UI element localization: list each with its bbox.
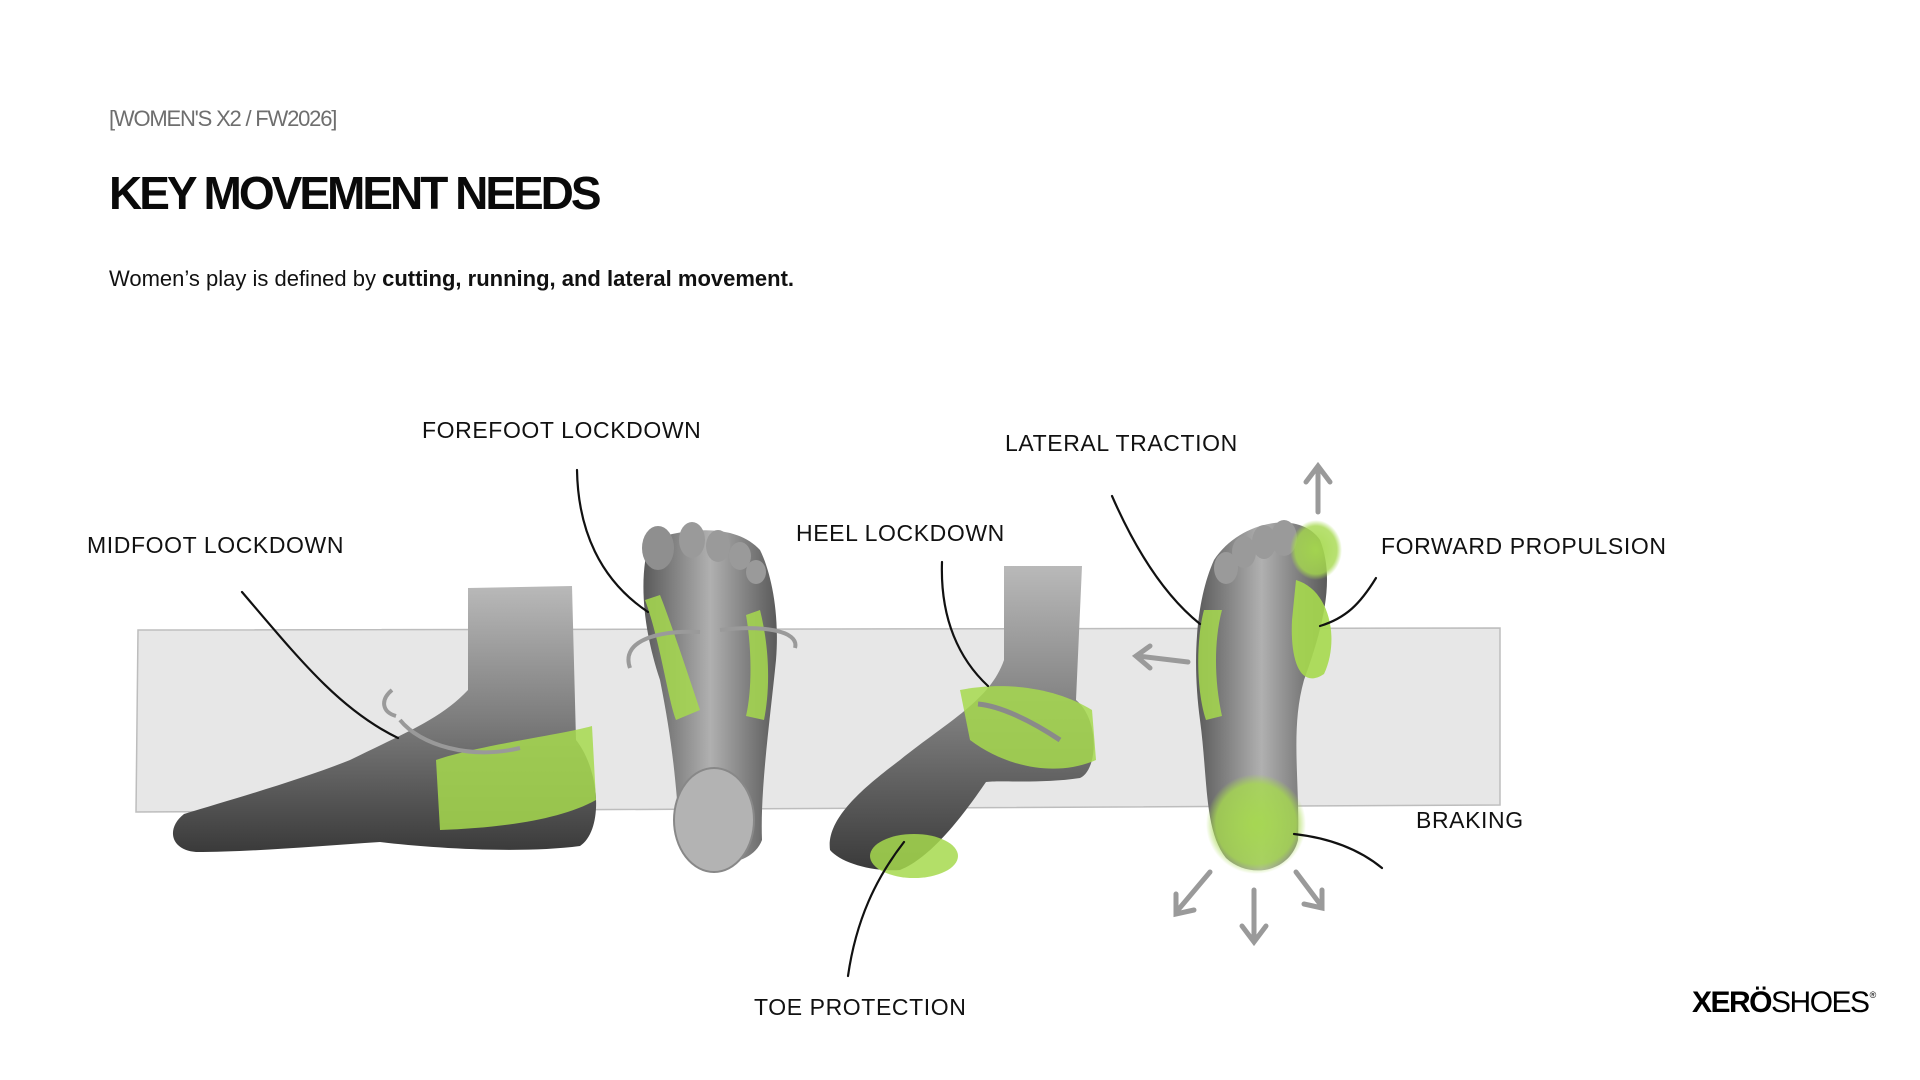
callout-forefoot-lockdown: FOREFOOT LOCKDOWN xyxy=(422,417,702,443)
callout-lateral-traction: LATERAL TRACTION xyxy=(1005,430,1238,456)
foot-sole-view xyxy=(1196,520,1342,874)
page-subtitle: Women’s play is defined by cutting, runn… xyxy=(109,266,794,292)
motion-arrows xyxy=(1131,461,1333,947)
callout-heel-lockdown: HEEL LOCKDOWN xyxy=(796,520,1005,546)
logo-bold: XERÖ xyxy=(1692,986,1773,1019)
callout-leader-lines xyxy=(240,468,1384,978)
subtitle-bold: cutting, running, and lateral movement. xyxy=(382,266,795,291)
eyebrow-label: [WOMEN'S X2 / FW2026] xyxy=(109,106,337,131)
callout-forward-propulsion: FORWARD PROPULSION xyxy=(1381,533,1667,559)
logo-registered-mark: ® xyxy=(1869,990,1877,1000)
foot-top-view xyxy=(626,522,798,873)
callout-toe-protection: TOE PROTECTION xyxy=(754,994,967,1020)
foot-side-view xyxy=(172,586,597,852)
page-title: KEY MOVEMENT NEEDS xyxy=(109,167,602,219)
callout-braking: BRAKING xyxy=(1416,807,1524,833)
callout-midfoot-lockdown: MIDFOOT LOCKDOWN xyxy=(87,532,345,558)
foot-three-quarter-view xyxy=(829,566,1096,878)
subtitle-regular: Women’s play is defined by xyxy=(109,266,383,291)
logo-light: SHOES xyxy=(1771,986,1870,1019)
